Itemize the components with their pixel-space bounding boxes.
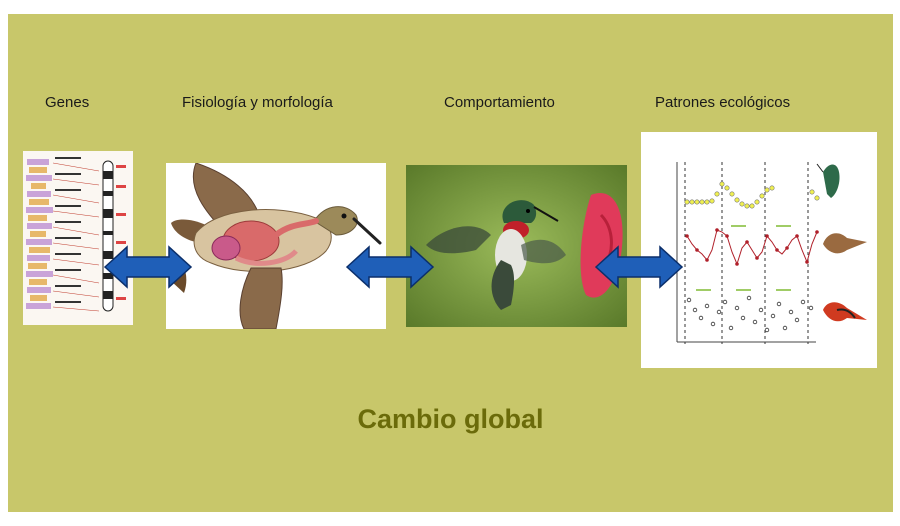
hummingbird-anatomy-image [166, 163, 386, 329]
slide-background: Genes Fisiología y morfología Comportami… [8, 14, 893, 512]
label-genes: Genes [45, 94, 90, 111]
double-arrow-icon [345, 245, 435, 289]
label-behavior: Comportamiento [444, 94, 555, 111]
label-ecology: Patrones ecológicos [655, 94, 791, 111]
double-arrow-icon [594, 245, 684, 289]
gene-map-image [23, 151, 133, 325]
label-physiology: Fisiología y morfología [182, 94, 333, 111]
hummingbird-photo-image [406, 165, 627, 327]
slide-title: Cambio global [357, 404, 544, 434]
ecology-chart-image [641, 132, 877, 368]
double-arrow-icon [103, 245, 193, 289]
